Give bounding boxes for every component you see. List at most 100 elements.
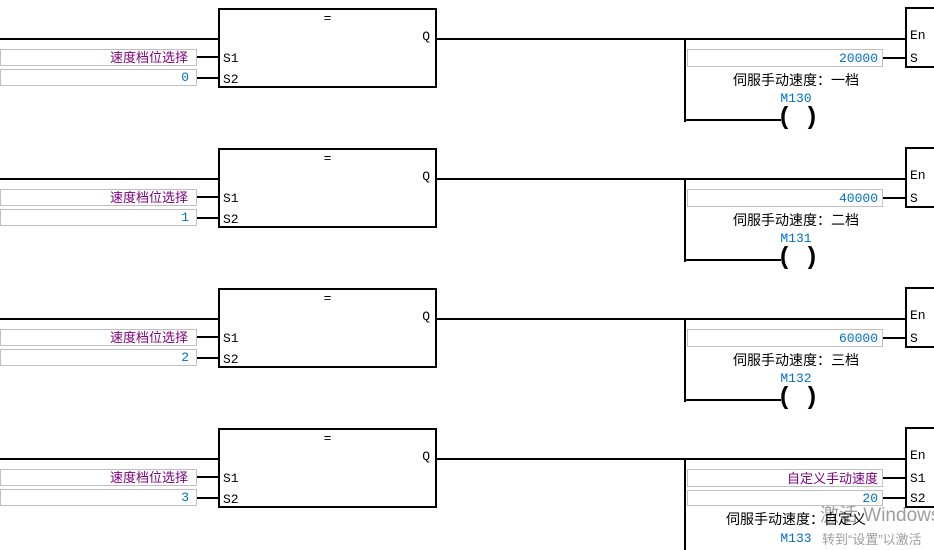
operand-box-variable[interactable]: 速度档位选择 (0, 469, 197, 486)
pin-s1-label: S1 (223, 191, 239, 206)
wire-en-s-stub (883, 57, 905, 59)
wire-en-s-stub (883, 197, 905, 199)
wire-coil-stub (686, 259, 781, 261)
operand-box-speed-value[interactable]: 60000 (687, 329, 883, 347)
variable-name-label: 速度档位选择 (109, 470, 188, 485)
pin-q-label: Q (422, 309, 430, 324)
operand-box-variable[interactable]: 速度档位选择 (0, 329, 197, 346)
pin-s-label: S (910, 191, 918, 206)
coil-open-paren: ( (777, 383, 793, 412)
wire-s2-stub (197, 217, 219, 219)
watermark-line1: 激活 Windows (820, 505, 934, 526)
coil-close-paren: ) (803, 243, 819, 272)
pin-s1-label: S1 (223, 51, 239, 66)
operand-box-speed-value[interactable]: 40000 (687, 189, 883, 207)
pin-en-label: En (910, 308, 926, 323)
coil-symbol[interactable]: () (777, 383, 819, 413)
wire-output-rail (437, 38, 905, 40)
compare-operator-label: = (323, 151, 332, 166)
wire-s2-stub (197, 77, 219, 79)
speed-value-label: 20 (862, 490, 878, 506)
wire-s2-stub (197, 497, 219, 499)
speed-value-label: 60000 (838, 330, 878, 346)
operand-box-constant[interactable]: 3 (0, 489, 197, 506)
wire-input-rail (0, 178, 219, 180)
pin-s2-label: S2 (223, 72, 239, 87)
wire-branch-vertical (684, 318, 686, 402)
wire-coil-stub (686, 399, 781, 401)
operand-box-variable[interactable]: 速度档位选择 (0, 49, 197, 66)
pin-s2-label: S2 (223, 352, 239, 367)
pin-s-label: S (910, 331, 918, 346)
speed-variable-label: 自定义手动速度 (786, 470, 878, 486)
coil-symbol[interactable]: () (777, 103, 819, 133)
wire-branch-vertical (684, 38, 686, 122)
coil-address: M131 (780, 231, 812, 246)
watermark-line2: 转到“设置”以激活 (822, 532, 922, 547)
pin-s1-label: S1 (223, 331, 239, 346)
speed-value-label: 20000 (838, 50, 878, 66)
compare-operator-label: = (323, 291, 332, 306)
coil-address: M130 (780, 91, 812, 106)
wire-s2-stub (197, 357, 219, 359)
wire-en-s2-stub (883, 497, 905, 499)
coil-comment: 伺服手动速度：自定义 (726, 511, 866, 527)
coil-comment: 伺服手动速度：一档 (733, 72, 859, 88)
wire-en-s-stub (883, 337, 905, 339)
wire-s1-stub (197, 56, 219, 58)
operand-box-speed-variable[interactable]: 自定义手动速度 (687, 469, 883, 487)
coil-symbol[interactable]: () (777, 243, 819, 273)
wire-input-rail (0, 318, 219, 320)
pin-s1-label: S1 (910, 471, 926, 486)
compare-operator-label: = (323, 431, 332, 446)
pin-en-label: En (910, 168, 926, 183)
wire-output-rail (437, 318, 905, 320)
pin-en-label: En (910, 448, 926, 463)
wire-s1-stub (197, 336, 219, 338)
pin-q-label: Q (422, 29, 430, 44)
coil-close-paren: ) (803, 103, 819, 132)
compare-operator-label: = (323, 11, 332, 26)
pin-s-label: S (910, 51, 918, 66)
pin-s1-label: S1 (223, 471, 239, 486)
pin-en-label: En (910, 28, 926, 43)
variable-name-label: 速度档位选择 (109, 190, 188, 205)
wire-en-s-stub (883, 477, 905, 479)
pin-q-label: Q (422, 169, 430, 184)
pin-s2-label: S2 (910, 491, 926, 506)
wire-coil-stub (686, 119, 781, 121)
wire-branch-vertical (684, 458, 686, 550)
wire-output-rail (437, 178, 905, 180)
operand-box-constant[interactable]: 0 (0, 69, 197, 86)
operand-box-constant[interactable]: 2 (0, 349, 197, 366)
wire-branch-vertical (684, 178, 686, 262)
wire-input-rail (0, 458, 219, 460)
constant-value-label: 0 (181, 70, 189, 85)
constant-value-label: 1 (181, 210, 189, 225)
pin-q-label: Q (422, 449, 430, 464)
coil-open-paren: ( (777, 243, 793, 272)
coil-comment: 伺服手动速度：三档 (733, 352, 859, 368)
coil-close-paren: ) (803, 383, 819, 412)
coil-address: M133 (780, 531, 812, 546)
operand-box-speed-value[interactable]: 20000 (687, 49, 883, 67)
wire-s1-stub (197, 476, 219, 478)
pin-s2-label: S2 (223, 212, 239, 227)
operand-box-speed-value[interactable]: 20 (687, 490, 883, 506)
operand-box-constant[interactable]: 1 (0, 209, 197, 226)
operand-box-variable[interactable]: 速度档位选择 (0, 189, 197, 206)
coil-open-paren: ( (777, 103, 793, 132)
variable-name-label: 速度档位选择 (109, 330, 188, 345)
